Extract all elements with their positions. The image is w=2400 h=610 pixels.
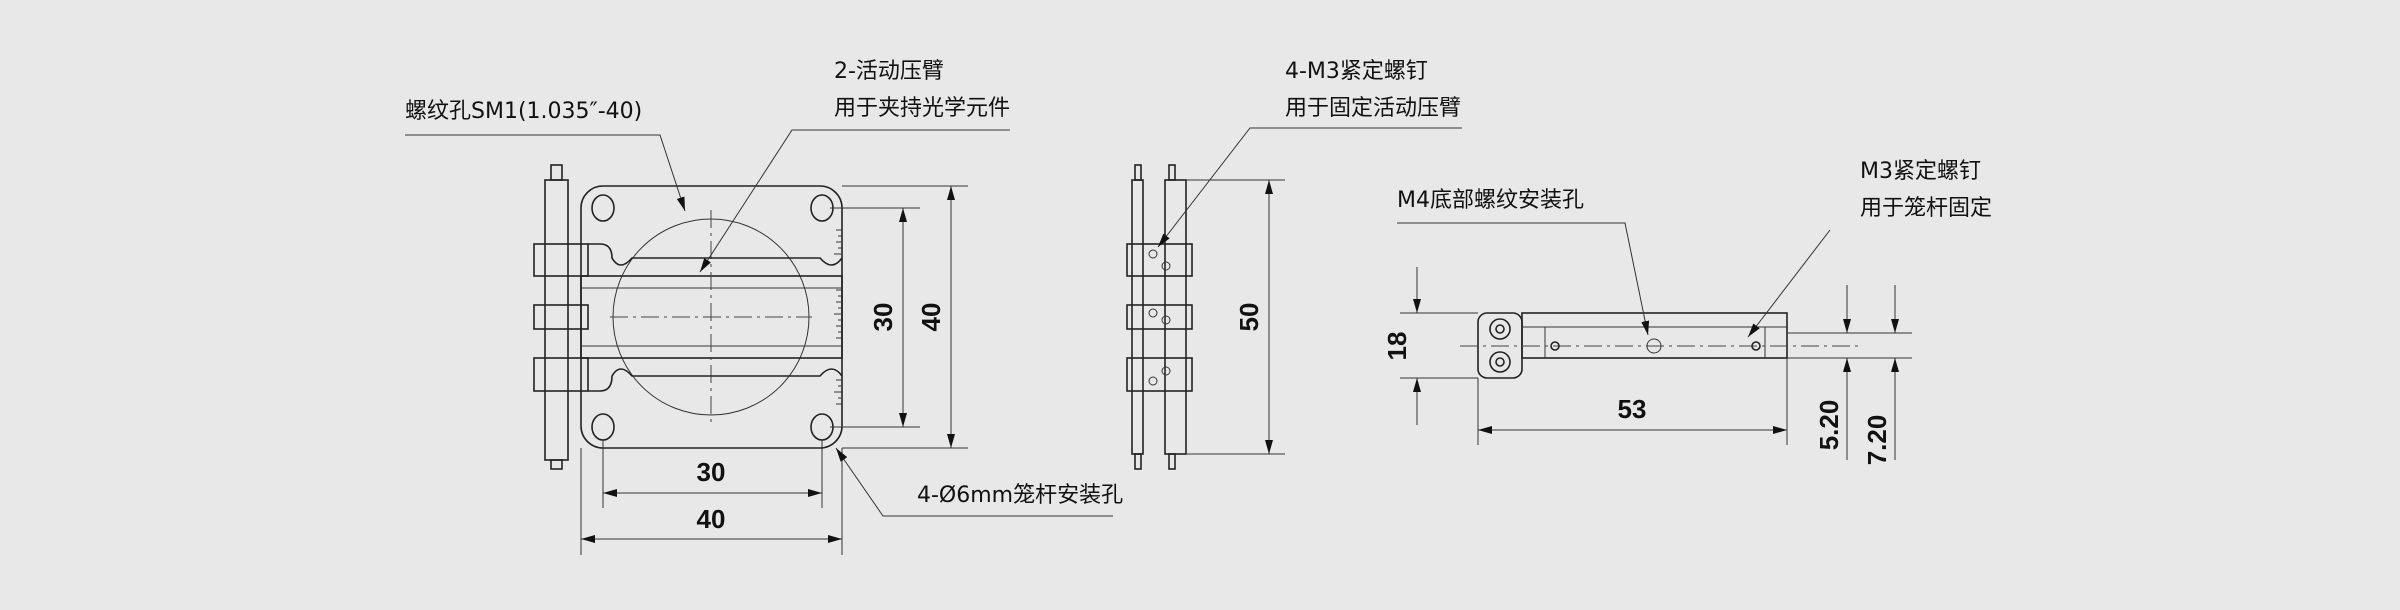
scale-ticks [834,229,842,405]
callout-m3-screw: M3紧定螺钉 用于笼杆固定 [1747,159,1992,338]
label-thread-hole: 螺纹孔SM1(1.035″-40) [405,99,642,124]
label-m3-line2: 用于笼杆固定 [1860,196,1992,221]
clamp-middle [533,304,589,330]
clamp-arm-bottom [533,357,843,392]
callout-cage-holes: 4-Ø6mm笼杆安装孔 [835,447,1123,517]
set-screws [1148,249,1171,386]
label-arm-line2: 用于夹持光学元件 [834,96,1010,121]
dim-top-height: 18 [1382,332,1412,361]
top-view [1460,312,1862,379]
dim-top-length: 53 [1618,394,1647,424]
dim-top-offset-b: 7.20 [1862,415,1892,466]
label-m4-hole: M4底部螺纹安装孔 [1397,188,1584,213]
callout-m4-hole: M4底部螺纹安装孔 [1397,188,1650,336]
clamp-arm-top [533,243,843,277]
label-setscrew-line1: 4-M3紧定螺钉 [1285,59,1428,84]
dim-top-offset-a: 5.20 [1814,400,1844,451]
side-view: 50 [1126,164,1285,470]
dim-front-outer-h: 40 [697,504,726,534]
dim-front-inner-v: 30 [868,303,898,332]
dim-front-outer-v: 40 [916,303,946,332]
dim-side-height: 50 [1234,303,1264,332]
callout-clamp-arm: 2-活动压臂 用于夹持光学元件 [699,59,1010,273]
label-arm-line1: 2-活动压臂 [834,59,944,84]
label-setscrew-line2: 用于固定活动压臂 [1285,96,1461,121]
cage-rod-left [544,164,569,470]
label-m3-line1: M3紧定螺钉 [1860,159,1981,184]
callout-setscrews: 4-M3紧定螺钉 用于固定活动压臂 [1157,59,1462,248]
dim-front-inner-h: 30 [697,457,726,487]
label-cage-holes: 4-Ø6mm笼杆安装孔 [917,483,1123,508]
top-dimensions: 18 53 5.20 7.20 [1382,267,1912,465]
front-dimensions: 30 40 30 40 [580,185,968,555]
front-view [533,164,843,470]
callout-thread-hole: 螺纹孔SM1(1.035″-40) [405,99,686,212]
